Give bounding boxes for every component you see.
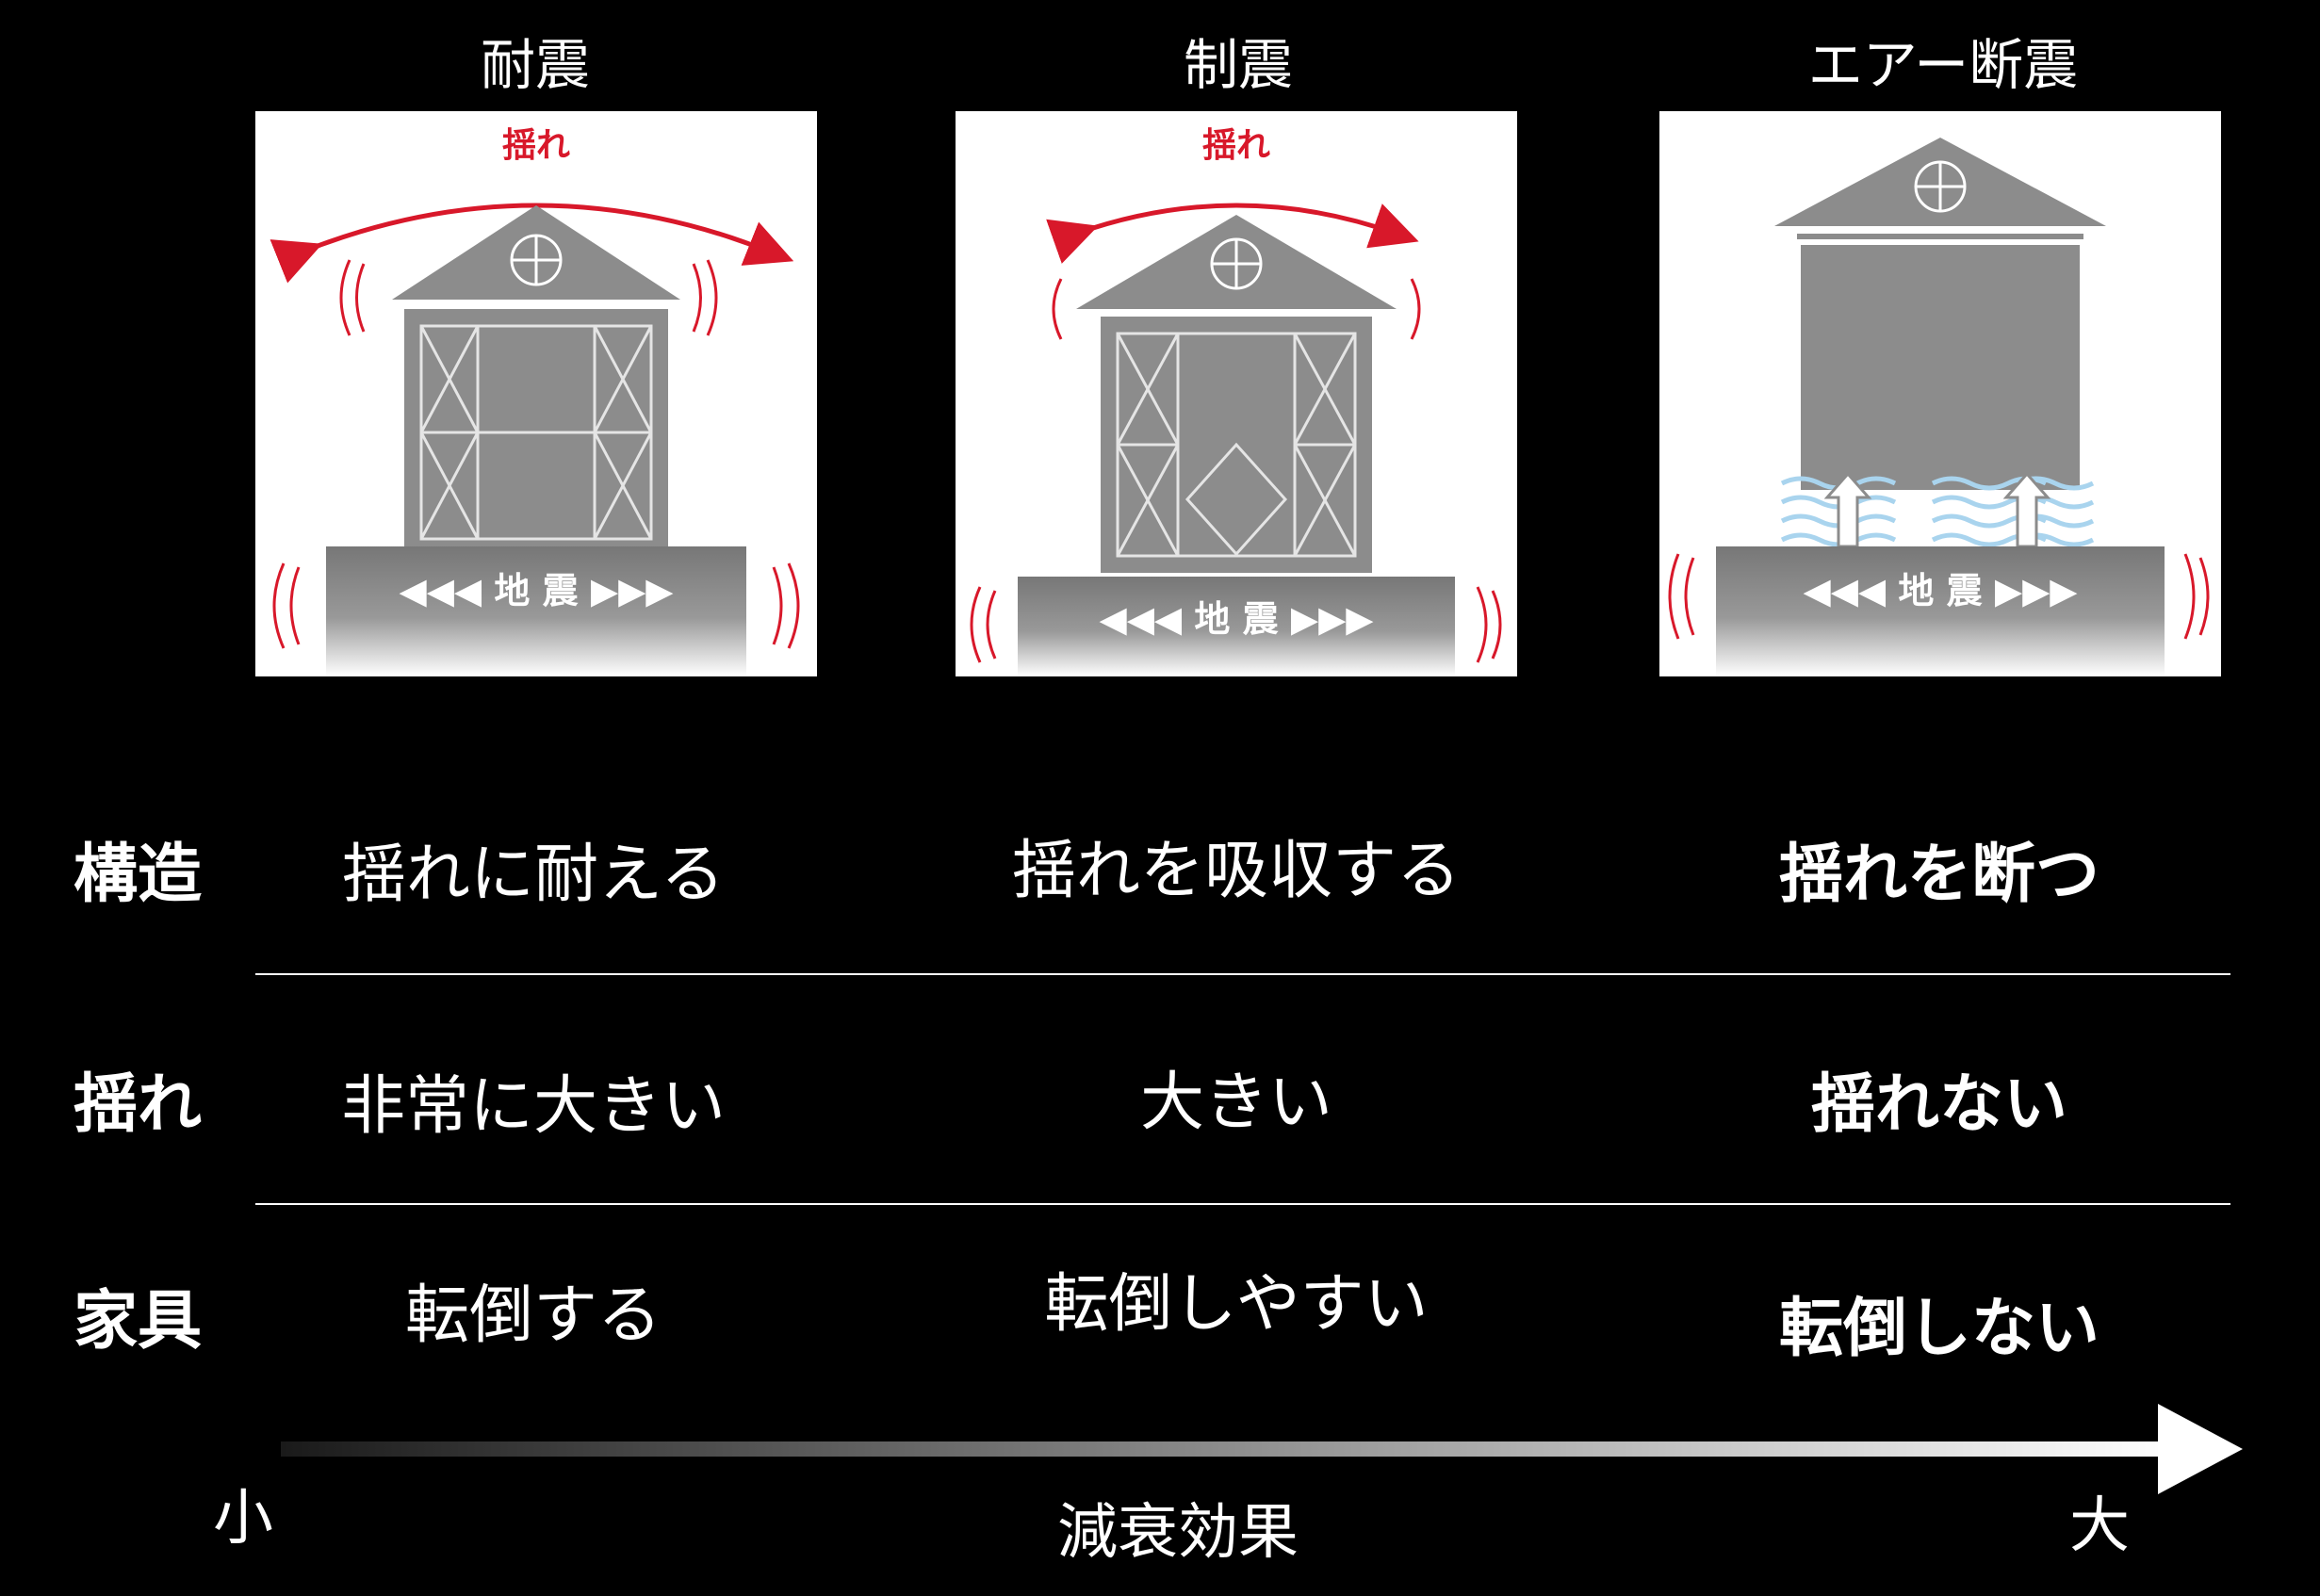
column-title-taishin: 耐震 bbox=[480, 33, 590, 97]
house-body bbox=[1801, 245, 2080, 490]
seishin-illustration: 揺れ ◀◀◀ 地 震 ▶▶▶ bbox=[956, 111, 1517, 676]
taishin-illustration: 揺れ ◀◀◀ 地 震 ▶▶▶ bbox=[255, 111, 817, 676]
axis-min-label: 小 bbox=[213, 1484, 273, 1554]
ground-foundation bbox=[1018, 577, 1455, 676]
row-divider-1 bbox=[255, 973, 2230, 975]
axis-caption: 減衰効果 bbox=[1057, 1498, 1299, 1568]
earthquake-label: ◀◀◀ 地 震 ▶▶▶ bbox=[399, 570, 674, 611]
row-divider-2 bbox=[255, 1203, 2230, 1205]
furniture-seishin: 転倒しやすい bbox=[1044, 1267, 1429, 1342]
sway-arrow bbox=[1046, 203, 1419, 264]
ground-foundation bbox=[326, 546, 746, 676]
vibration-marks-bottom bbox=[1668, 553, 2210, 640]
earthquake-label: ◀◀◀ 地 震 ▶▶▶ bbox=[1099, 598, 1374, 640]
vibration-marks-top bbox=[1052, 278, 1421, 340]
shake-label: 揺れ bbox=[1202, 126, 1270, 165]
shaking-air-danshin: 揺れない bbox=[1810, 1067, 2067, 1142]
axis-max-label: 大 bbox=[2069, 1491, 2130, 1561]
shake-label: 揺れ bbox=[502, 126, 570, 165]
structure-seishin: 揺れを吸収する bbox=[1011, 834, 1461, 908]
row-label-furniture: 家具 bbox=[74, 1283, 203, 1359]
taishin-house-diagram: 揺れ ◀◀◀ 地 震 ▶▶▶ bbox=[270, 126, 800, 676]
air-danshin-illustration: ◀◀◀ 地 震 ▶▶▶ bbox=[1659, 111, 2221, 676]
shaking-seishin: 大きい bbox=[1139, 1066, 1332, 1140]
earthquake-label: ◀◀◀ 地 震 ▶▶▶ bbox=[1803, 570, 2078, 611]
ground-foundation bbox=[1716, 546, 2165, 676]
row-label-shaking: 揺れ bbox=[74, 1067, 203, 1142]
brace-frame bbox=[419, 324, 653, 541]
vibration-marks-bottom bbox=[272, 562, 800, 649]
shaking-taishin: 非常に大きい bbox=[340, 1069, 726, 1144]
vibration-marks-top bbox=[339, 259, 718, 336]
furniture-air-danshin: 転倒しない bbox=[1778, 1291, 2099, 1366]
damper-frame bbox=[1116, 332, 1357, 558]
furniture-taishin: 転倒する bbox=[404, 1278, 662, 1353]
structure-taishin: 揺れに耐える bbox=[342, 838, 725, 912]
column-title-seishin: 制震 bbox=[1183, 33, 1293, 97]
air-danshin-house-diagram: ◀◀◀ 地 震 ▶▶▶ bbox=[1668, 138, 2210, 676]
vibration-marks-bottom bbox=[970, 586, 1502, 663]
damping-effect-arrow bbox=[281, 1404, 2243, 1494]
row-label-structure: 構造 bbox=[74, 837, 203, 912]
seishin-house-diagram: 揺れ ◀◀◀ 地 震 ▶▶▶ bbox=[970, 126, 1502, 676]
column-title-air-danshin: エアー断震 bbox=[1807, 33, 2079, 97]
structure-air-danshin: 揺れを断つ bbox=[1778, 837, 2099, 912]
